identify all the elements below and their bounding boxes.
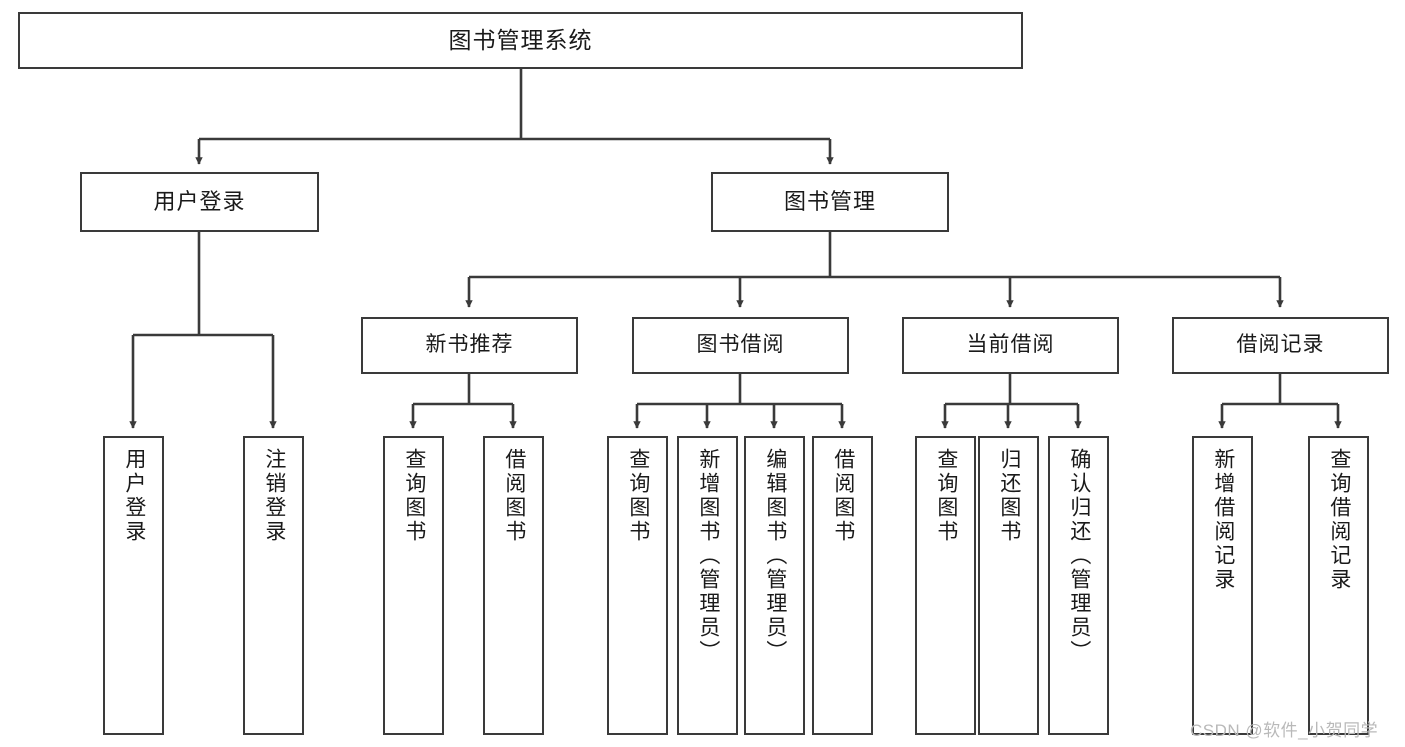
node-leaf-user-login-label: 用户登录 — [122, 448, 146, 544]
node-current-borrow[interactable]: 当前借阅 — [902, 317, 1119, 374]
node-leaf-borrow-book-1-label: 借阅图书 — [502, 448, 526, 544]
node-leaf-logout-login-label: 注销登录 — [262, 448, 286, 544]
node-user-login-label: 用户登录 — [153, 189, 246, 215]
node-leaf-add-record[interactable]: 新增借阅记录 — [1192, 436, 1253, 735]
node-leaf-borrow-book-1[interactable]: 借阅图书 — [483, 436, 544, 735]
node-book-manage-label: 图书管理 — [783, 189, 876, 215]
node-leaf-edit-book-label: 编辑图书（管理员） — [763, 448, 787, 664]
node-borrow-record[interactable]: 借阅记录 — [1172, 317, 1389, 374]
node-leaf-borrow-book-2[interactable]: 借阅图书 — [812, 436, 873, 735]
node-book-borrow[interactable]: 图书借阅 — [632, 317, 849, 374]
node-leaf-add-book-label: 新增图书（管理员） — [696, 448, 720, 664]
node-root-label: 图书管理系统 — [448, 26, 593, 53]
node-book-borrow-label: 图书借阅 — [696, 333, 785, 357]
node-borrow-record-label: 借阅记录 — [1236, 333, 1325, 357]
node-leaf-borrow-book-2-label: 借阅图书 — [831, 448, 855, 544]
node-leaf-query-record[interactable]: 查询借阅记录 — [1308, 436, 1369, 735]
node-leaf-logout-login[interactable]: 注销登录 — [243, 436, 304, 735]
node-leaf-return-book[interactable]: 归还图书 — [978, 436, 1039, 735]
node-leaf-query-book-2[interactable]: 查询图书 — [607, 436, 668, 735]
node-root[interactable]: 图书管理系统 — [18, 12, 1023, 69]
node-leaf-query-book-2-label: 查询图书 — [626, 448, 650, 544]
node-leaf-user-login[interactable]: 用户登录 — [103, 436, 164, 735]
node-new-book-recommend[interactable]: 新书推荐 — [361, 317, 578, 374]
node-leaf-confirm-return[interactable]: 确认归还（管理员） — [1048, 436, 1109, 735]
node-leaf-add-book[interactable]: 新增图书（管理员） — [677, 436, 738, 735]
node-leaf-return-book-label: 归还图书 — [997, 448, 1021, 544]
node-leaf-query-book-1-label: 查询图书 — [402, 448, 426, 544]
node-new-book-recommend-label: 新书推荐 — [425, 333, 514, 357]
node-leaf-query-book-3[interactable]: 查询图书 — [915, 436, 976, 735]
node-user-login[interactable]: 用户登录 — [80, 172, 319, 232]
node-leaf-query-book-1[interactable]: 查询图书 — [383, 436, 444, 735]
node-leaf-confirm-return-label: 确认归还（管理员） — [1067, 448, 1091, 664]
node-leaf-query-record-label: 查询借阅记录 — [1327, 448, 1351, 592]
node-book-manage[interactable]: 图书管理 — [711, 172, 949, 232]
csdn-watermark: CSDN @软件_小贺同学 — [1190, 721, 1379, 740]
node-leaf-add-record-label: 新增借阅记录 — [1211, 448, 1235, 592]
node-leaf-query-book-3-label: 查询图书 — [934, 448, 958, 544]
node-current-borrow-label: 当前借阅 — [966, 333, 1055, 357]
node-leaf-edit-book[interactable]: 编辑图书（管理员） — [744, 436, 805, 735]
